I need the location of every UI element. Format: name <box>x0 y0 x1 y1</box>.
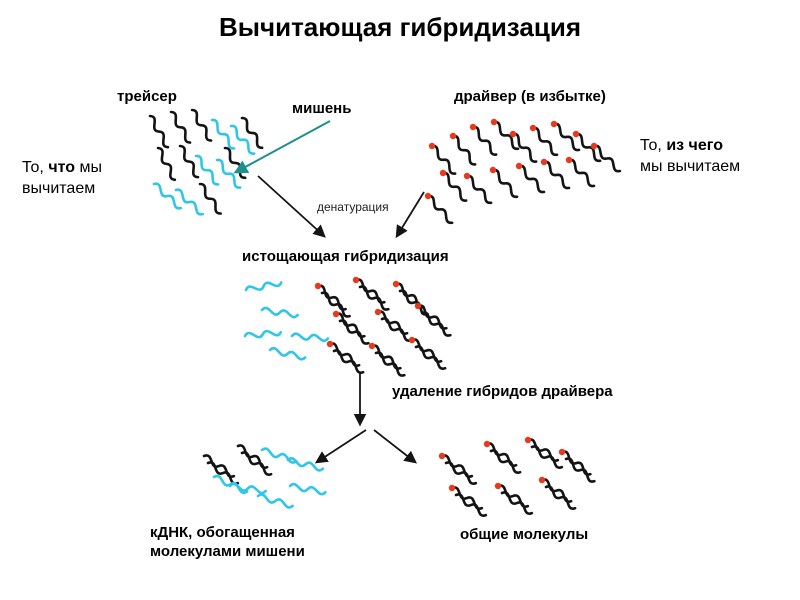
page-title: Вычитающая гибридизация <box>219 12 581 42</box>
common-molecules-cluster <box>438 436 598 519</box>
annotation-right-bold: из чего <box>666 137 723 154</box>
label-target: мишень <box>292 100 352 117</box>
arrow-split-left <box>314 429 367 464</box>
arrow-target-pointer <box>233 120 331 174</box>
arrow-driver-to-hybridization <box>395 191 425 239</box>
driver-cluster <box>424 118 624 226</box>
driver-red-dots <box>424 118 598 200</box>
annotation-left-post: мы <box>75 159 102 176</box>
hybridization-mix-cluster <box>243 276 454 379</box>
arrow-tracer-to-hybridization <box>257 175 326 238</box>
mix-black-duplexes <box>315 276 454 379</box>
common-black-duplexes <box>439 436 598 519</box>
label-exhaustive-hybridization: истощающая гибридизация <box>242 248 449 265</box>
label-result-common: общие молекулы <box>460 526 589 543</box>
label-denaturation: денатурация <box>317 200 389 214</box>
label-driver: драйвер (в избытке) <box>454 88 606 105</box>
label-tracer: трейсер <box>117 88 177 105</box>
mix-red-dots <box>314 276 422 350</box>
annotation-right: То, из чего мы вычитаем <box>640 136 790 178</box>
label-result-cdna-line2: молекулами мишени <box>150 542 305 560</box>
arrow-split-right <box>373 429 417 464</box>
label-result-cdna: кДНК, обогащенная молекулами мишени <box>150 524 305 562</box>
annotation-left: То, что мы вычитаем <box>22 158 142 200</box>
label-result-cdna-line1: кДНК, обогащенная <box>150 524 295 541</box>
mix-cyan-strands <box>243 278 330 362</box>
label-remove-driver-hybrids: удаление гибридов драйвера <box>392 383 613 400</box>
annotation-right-line2: мы вычитаем <box>640 157 741 175</box>
flow-arrows <box>257 175 425 464</box>
annotation-left-bold: что <box>48 159 75 176</box>
annotation-left-pre: То, <box>22 159 49 176</box>
tracer-black-strands <box>146 107 266 217</box>
annotation-right-pre: То, <box>640 137 667 154</box>
common-red-dots <box>438 436 566 492</box>
annotation-left-line2: вычитаем <box>22 179 96 197</box>
enriched-cdna-cluster <box>201 442 328 510</box>
tracer-cluster <box>146 107 266 218</box>
